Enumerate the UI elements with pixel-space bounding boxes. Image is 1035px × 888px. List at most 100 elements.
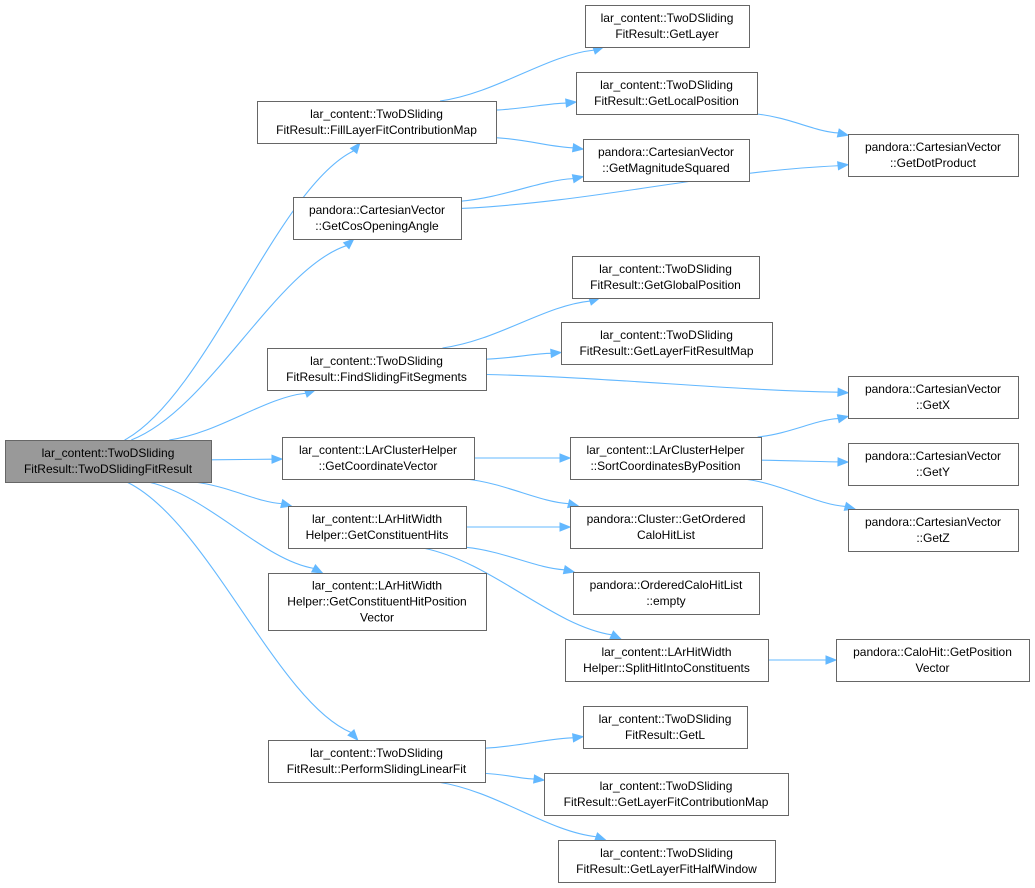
node-box: [583, 139, 750, 182]
node-label-line: lar_content::TwoDSliding: [600, 78, 733, 92]
node-label-line: pandora::CaloHit::GetPosition: [853, 645, 1012, 659]
function-node-n15[interactable]: pandora::OrderedCaloHitList::empty: [573, 572, 760, 615]
edge-n16-n24: [768, 655, 838, 665]
node-box: [576, 72, 758, 115]
node-label-line: lar_content::TwoDSliding: [599, 712, 732, 726]
function-node-n18[interactable]: lar_content::TwoDSlidingFitResult::GetLa…: [544, 773, 789, 816]
edge-root-n7: [126, 481, 359, 742]
edge-root-n5: [193, 481, 293, 509]
node-box: [848, 443, 1019, 486]
node-label-line: CaloHitList: [637, 528, 696, 542]
arrow-head-icon: [347, 729, 359, 742]
node-box: [268, 740, 486, 783]
function-node-n9[interactable]: lar_content::TwoDSlidingFitResult::GetLo…: [576, 72, 758, 115]
edge-line: [460, 178, 574, 202]
node-label-line: Vector: [360, 611, 394, 625]
node-label-line: lar_content::TwoDSliding: [600, 779, 733, 793]
edge-n5-n14: [466, 522, 572, 532]
node-box: [558, 840, 776, 883]
function-node-n6[interactable]: lar_content::LArHitWidthHelper::GetConst…: [268, 573, 487, 631]
arrow-head-icon: [594, 832, 607, 842]
node-label-line: pandora::Cluster::GetOrdered: [587, 512, 746, 526]
edges-layer: [124, 45, 857, 842]
node-box: [570, 437, 762, 480]
function-node-n5[interactable]: lar_content::LArHitWidthHelper::GetConst…: [288, 506, 467, 549]
function-node-n13[interactable]: lar_content::LArClusterHelper::SortCoord…: [570, 437, 762, 480]
function-node-n16[interactable]: lar_content::LArHitWidthHelper::SplitHit…: [565, 639, 769, 682]
node-box: [583, 706, 748, 749]
edge-root-n4: [210, 454, 284, 464]
edge-n2-n10: [460, 174, 585, 202]
node-box: [268, 573, 487, 631]
edge-line: [484, 737, 574, 749]
function-node-n7[interactable]: lar_content::TwoDSlidingFitResult::Perfo…: [268, 740, 486, 783]
root-function-node: lar_content::TwoDSlidingFitResult::TwoDS…: [5, 440, 212, 483]
node-label-line: ::SortCoordinatesByPosition: [590, 459, 740, 473]
edge-line: [495, 137, 574, 149]
node-label-line: lar_content::TwoDSliding: [42, 446, 175, 460]
edge-n2-n20: [460, 161, 850, 210]
function-node-n3[interactable]: lar_content::TwoDSlidingFitResult::FindS…: [267, 348, 487, 391]
node-label-line: FitResult::GetGlobalPosition: [590, 278, 741, 292]
edge-n1-n9: [495, 98, 578, 111]
function-node-n4[interactable]: lar_content::LArClusterHelper::GetCoordi…: [282, 437, 475, 480]
node-box: [544, 773, 789, 816]
node-label-line: pandora::CartesianVector: [865, 449, 1001, 463]
node-label-line: FitResult::GetL: [625, 728, 705, 742]
arrow-head-icon: [572, 733, 585, 743]
function-node-n21[interactable]: pandora::CartesianVector::GetX: [848, 376, 1019, 419]
node-label-line: FitResult::GetLayerFitResultMap: [579, 344, 753, 358]
function-node-n20[interactable]: pandora::CartesianVector::GetDotProduct: [848, 134, 1019, 177]
edge-n13-n23: [743, 478, 857, 511]
node-label-line: pandora::CartesianVector: [865, 140, 1001, 154]
edge-line: [484, 772, 535, 780]
edge-line: [437, 781, 597, 838]
arrow-head-icon: [550, 348, 563, 359]
function-node-n10[interactable]: pandora::CartesianVector::GetMagnitudeSq…: [583, 139, 750, 182]
function-node-n23[interactable]: pandora::CartesianVector::GetZ: [848, 509, 1019, 552]
node-box: [848, 509, 1019, 552]
function-node-n11[interactable]: lar_content::TwoDSlidingFitResult::GetGl…: [572, 256, 760, 299]
node-box: [293, 197, 462, 240]
node-label-line: lar_content::TwoDSliding: [310, 746, 443, 760]
edge-line: [148, 481, 314, 569]
function-node-n22[interactable]: pandora::CartesianVector::GetY: [848, 443, 1019, 486]
function-node-n19[interactable]: lar_content::TwoDSlidingFitResult::GetLa…: [558, 840, 776, 883]
edge-line: [465, 546, 565, 571]
edge-line: [485, 373, 839, 393]
node-box: [848, 376, 1019, 419]
edge-n7-n17: [484, 733, 585, 749]
node-box: [565, 639, 769, 682]
arrow-head-icon: [837, 387, 850, 397]
node-label-line: Helper::SplitHitIntoConstituents: [583, 661, 750, 675]
node-box: [561, 322, 773, 365]
arrow-head-icon: [825, 655, 838, 665]
node-label-line: Helper::GetConstituentHitPosition: [287, 595, 466, 609]
edge-line: [193, 481, 282, 505]
edge-line: [126, 481, 352, 734]
edge-line: [495, 102, 567, 111]
arrow-head-icon: [565, 98, 578, 108]
edge-line: [442, 300, 591, 349]
edge-line: [485, 352, 552, 360]
node-label-line: lar_content::TwoDSliding: [600, 328, 733, 342]
edge-line: [460, 165, 839, 210]
node-label-line: pandora::CartesianVector: [865, 382, 1001, 396]
edge-n4-n13: [473, 453, 572, 463]
arrow-head-icon: [533, 774, 546, 784]
node-label-line: lar_content::TwoDSliding: [601, 11, 734, 25]
edge-root-n6: [148, 481, 324, 574]
node-label-line: lar_content::LArClusterHelper: [299, 443, 457, 457]
function-node-n2[interactable]: pandora::CartesianVector::GetCosOpeningA…: [293, 197, 462, 240]
function-node-n17[interactable]: lar_content::TwoDSlidingFitResult::GetL: [583, 706, 748, 749]
node-box: [267, 348, 487, 391]
function-node-n12[interactable]: lar_content::TwoDSlidingFitResult::GetLa…: [561, 322, 773, 365]
function-node-n1[interactable]: lar_content::TwoDSlidingFitResult::FillL…: [257, 101, 497, 144]
arrow-head-icon: [609, 630, 623, 640]
edge-n4-n14: [465, 478, 580, 509]
node-label-line: Helper::GetConstituentHits: [306, 528, 449, 542]
node-label-line: ::GetY: [916, 465, 950, 479]
function-node-n8[interactable]: lar_content::TwoDSlidingFitResult::GetLa…: [585, 5, 750, 48]
